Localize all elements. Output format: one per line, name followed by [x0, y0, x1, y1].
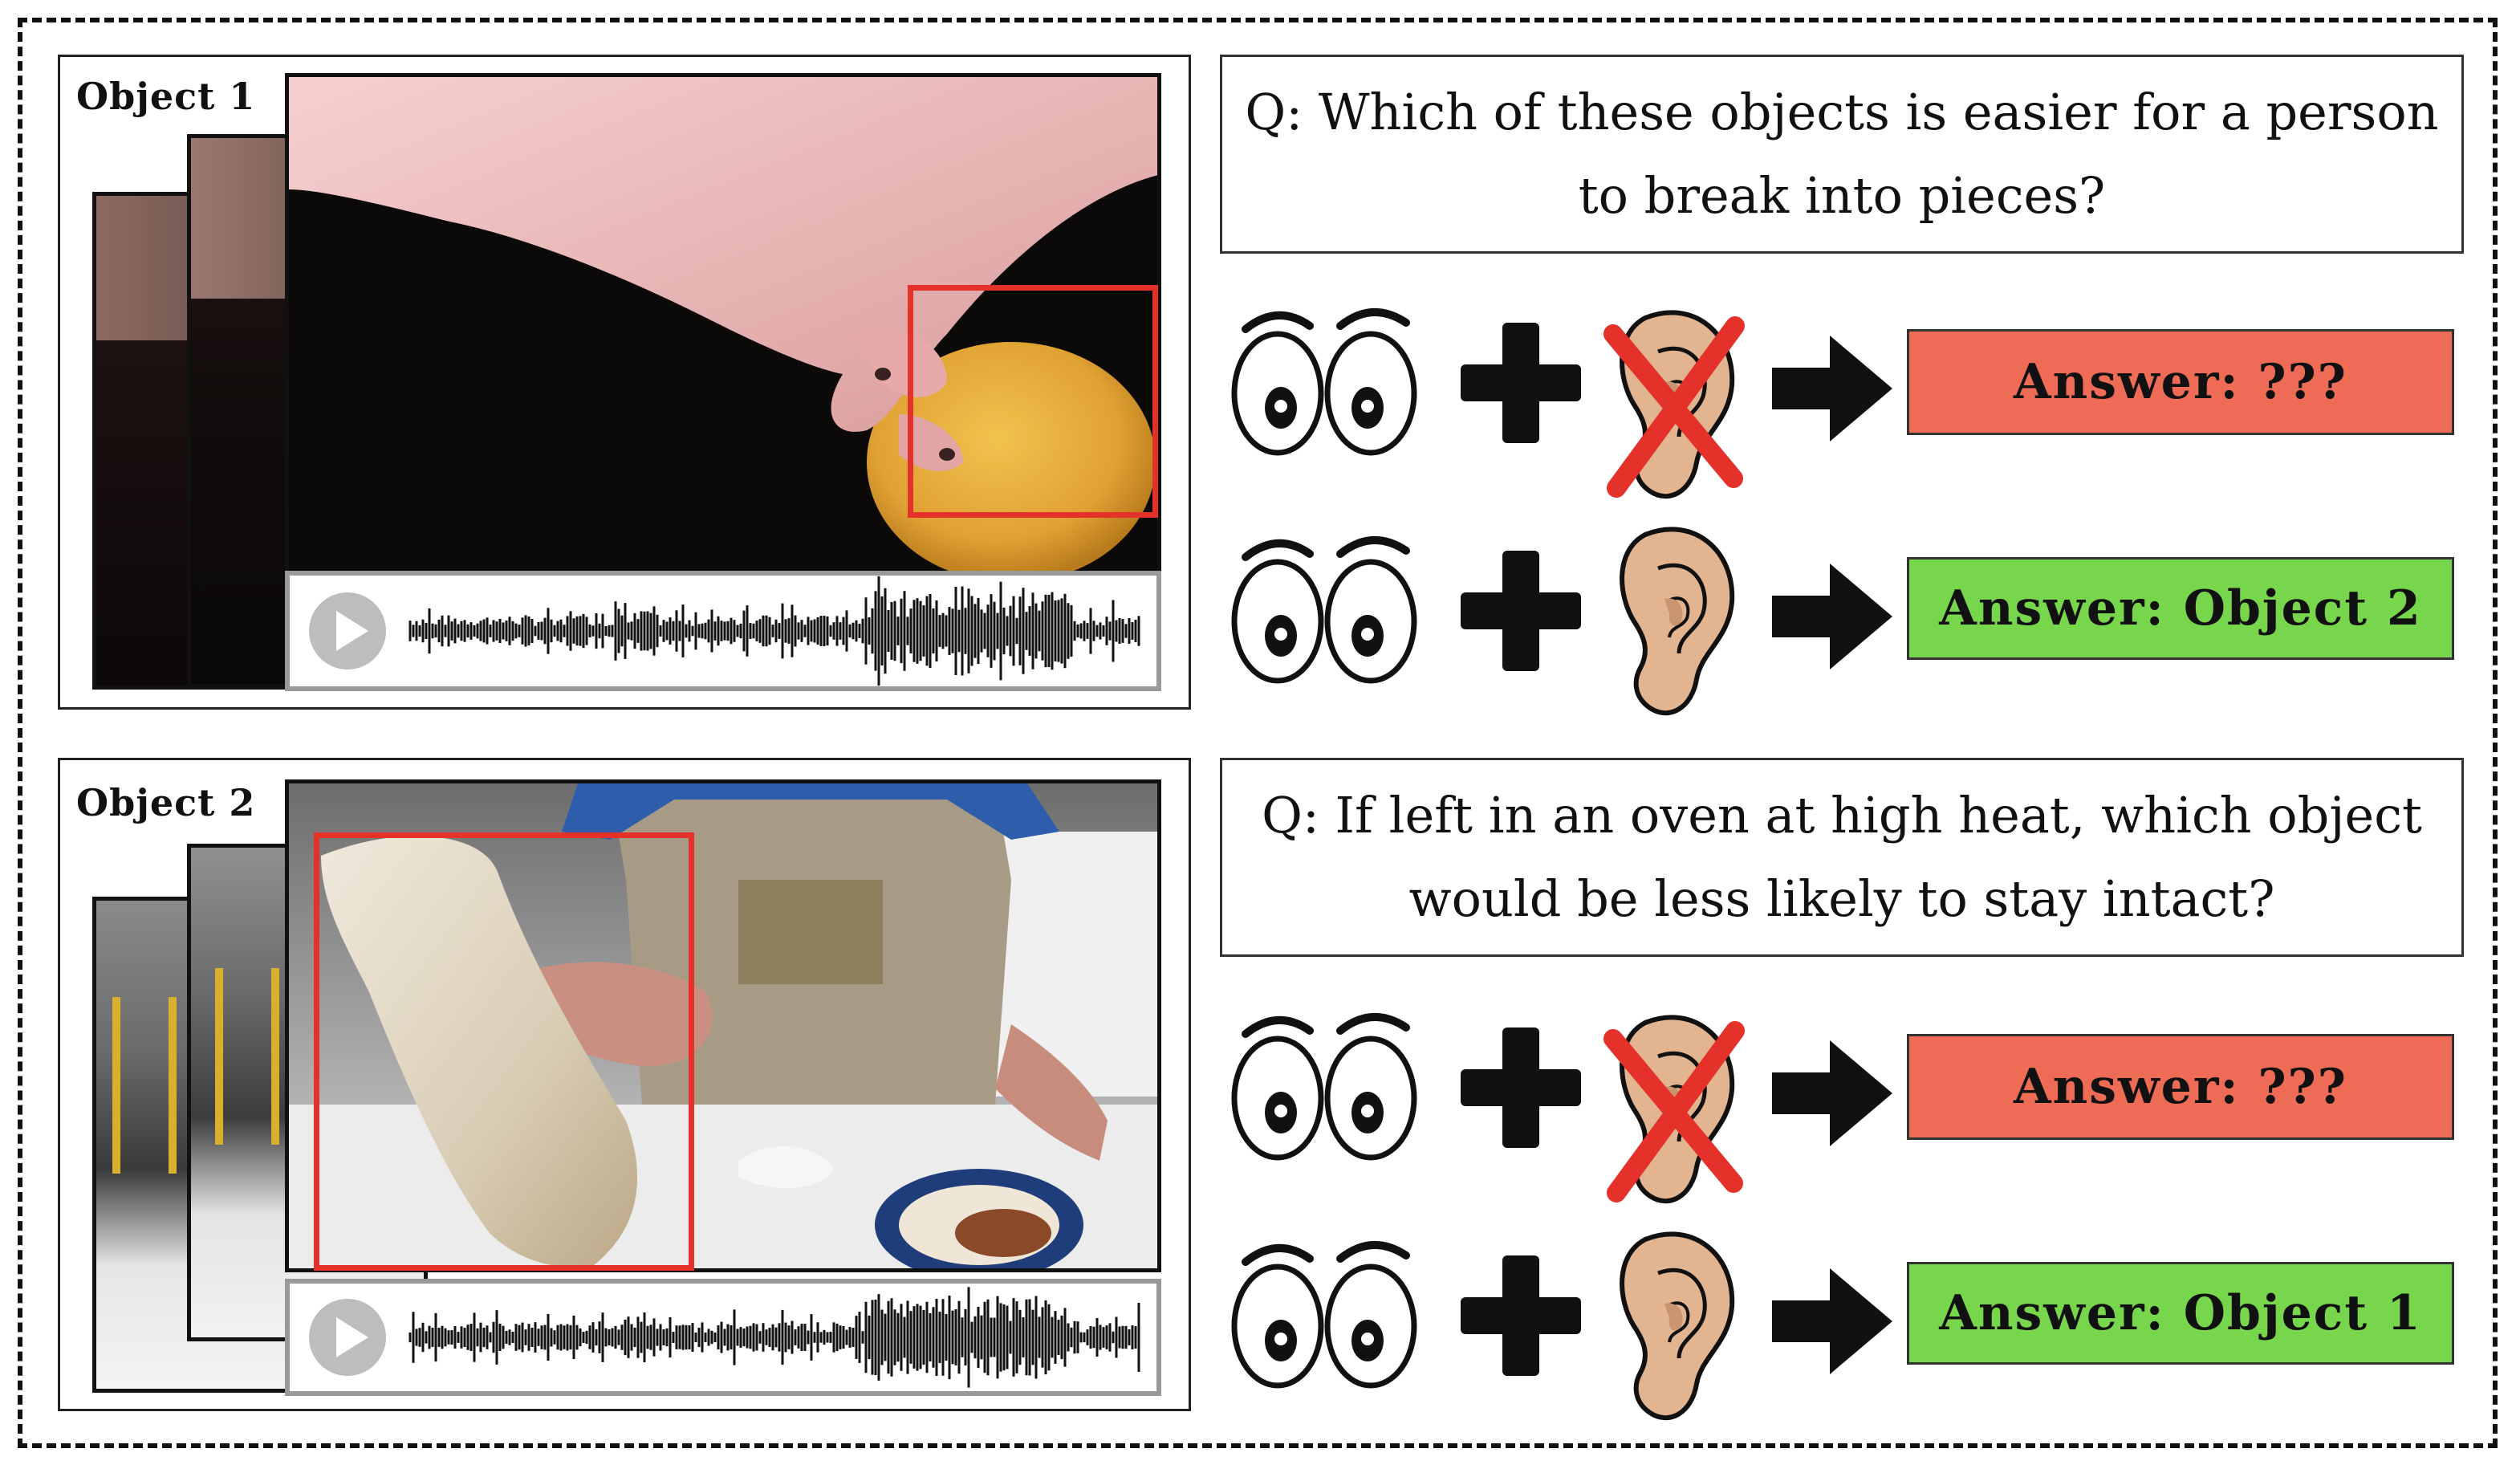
ear-crossed-icon [1597, 302, 1750, 511]
answer-1-with-audio-text: Answer: Object 2 [1939, 580, 2422, 637]
answer-1-without-audio: Answer: ??? [1907, 329, 2454, 435]
question-1-box: Q: Which of these objects is easier for … [1220, 55, 2464, 254]
question-2-line-1: Q: If left in an oven at high heat, whic… [1262, 786, 2422, 844]
object-2-panel: Object 2 [58, 758, 1191, 1411]
object-2-label: Object 2 [76, 781, 256, 824]
arrow-right-icon [1772, 1040, 1892, 1146]
answer-2-with-audio: Answer: Object 1 [1907, 1262, 2454, 1365]
plus-icon [1461, 551, 1581, 671]
answer-1-without-audio-text: Answer: ??? [2014, 354, 2347, 410]
object-1-bounding-box [908, 285, 1158, 518]
object-1-label: Object 1 [76, 75, 256, 118]
object-2-bounding-box [314, 832, 694, 1271]
audio-track-object-1 [285, 571, 1161, 691]
hand-holding-fruit-image [289, 77, 1157, 583]
plus-icon [1461, 323, 1581, 443]
eyes-icon [1228, 1003, 1429, 1164]
eyes-icon [1228, 299, 1429, 459]
arrow-right-icon [1772, 336, 1892, 442]
waveform-icon [408, 1287, 1140, 1388]
arrow-right-icon [1772, 1268, 1892, 1374]
answer-2-without-audio: Answer: ??? [1907, 1034, 2454, 1140]
audio-track-graphic [309, 576, 1140, 686]
plus-icon [1461, 1255, 1581, 1376]
question-1-line-1: Q: Which of these objects is easier for … [1245, 83, 2439, 141]
eyes-icon [1228, 1231, 1429, 1392]
question-2-box: Q: If left in an oven at high heat, whic… [1220, 758, 2464, 957]
ear-icon [1597, 1223, 1750, 1432]
eyes-icon [1228, 527, 1429, 687]
dashed-figure-border [18, 18, 2498, 1448]
answer-1-with-audio: Answer: Object 2 [1907, 557, 2454, 660]
video-frame-main [285, 73, 1161, 587]
arrow-right-icon [1772, 564, 1892, 669]
object-1-panel: Object 1 [58, 55, 1191, 710]
audio-track-object-2 [285, 1279, 1161, 1396]
person-holding-object-image [289, 783, 1157, 1268]
audio-track-graphic [309, 1287, 1140, 1388]
waveform-icon [408, 576, 1140, 686]
plus-icon [1461, 1027, 1581, 1148]
question-1-line-2: to break into pieces? [1578, 166, 2106, 225]
answer-2-with-audio-text: Answer: Object 1 [1939, 1285, 2422, 1341]
ear-crossed-icon [1597, 1007, 1750, 1215]
question-2-line-2: would be less likely to stay intact? [1408, 869, 2275, 928]
ear-icon [1597, 519, 1750, 727]
answer-2-without-audio-text: Answer: ??? [2014, 1059, 2347, 1115]
video-frame-main [285, 779, 1161, 1272]
